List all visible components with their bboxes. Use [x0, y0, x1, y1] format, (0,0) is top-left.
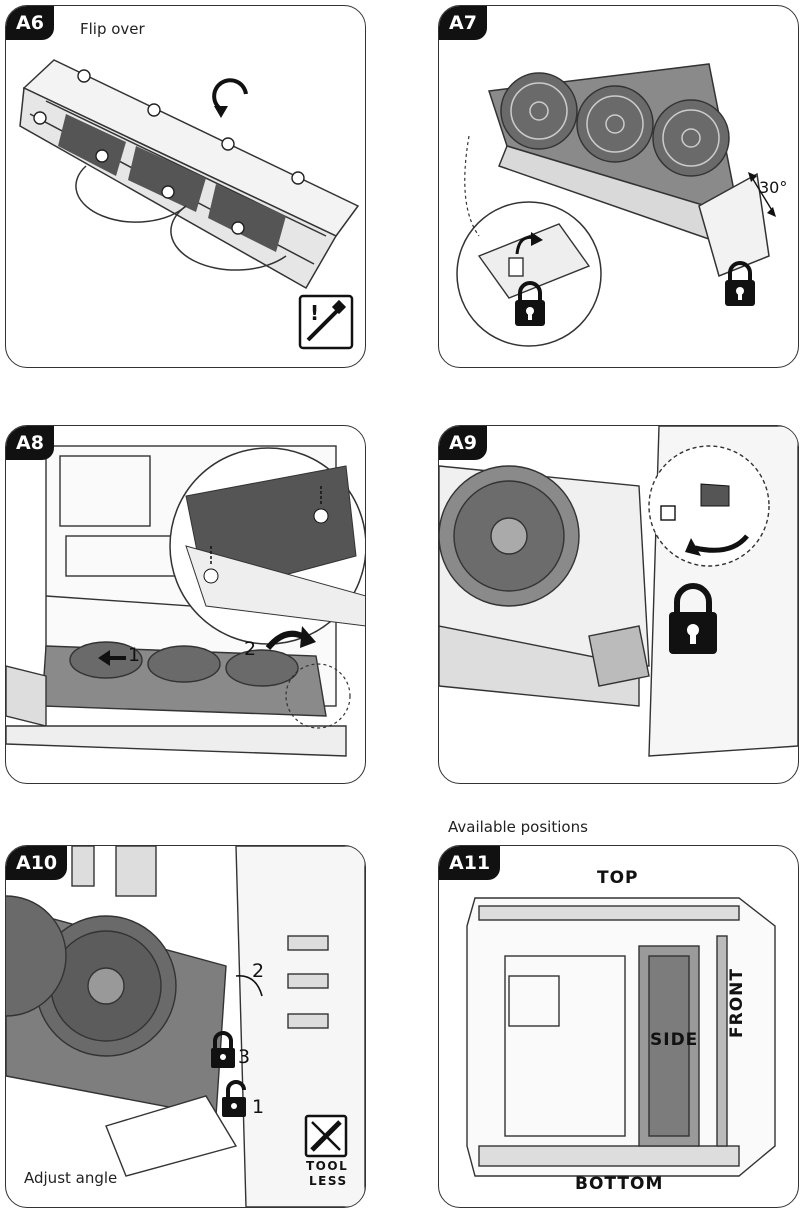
case-cooler-illustration [439, 426, 798, 757]
padlock-locked-icon [669, 583, 717, 654]
step-number-1: 1 [252, 1096, 265, 1118]
padlock-locked-icon [515, 261, 755, 326]
step-badge-a7: A7 [439, 6, 487, 40]
radiator-illustration [19, 59, 360, 290]
screwdriver-warning-icon: ! [298, 294, 354, 350]
step-badge-a9: A9 [439, 426, 487, 460]
radiator-tilted-illustration [456, 63, 776, 347]
svg-text:!: ! [310, 301, 319, 325]
step-number-3: 3 [238, 1046, 251, 1068]
heading-available-positions: Available positions [448, 818, 588, 836]
angle-label: 30° [759, 178, 788, 197]
curved-arrow-icon [265, 626, 316, 650]
panel-a7: A7 30° [438, 5, 799, 368]
panel-a10: A10 2 3 1 Adjust angle TOOL LESS [5, 845, 366, 1208]
step-badge-a6: A6 [6, 6, 54, 40]
step-number-1: 1 [128, 644, 141, 666]
step-badge-a11: A11 [439, 846, 501, 880]
case-interior-illustration [6, 445, 365, 757]
toolless-label-line1: TOOL [306, 1159, 349, 1173]
caption-adjust-angle: Adjust angle [24, 1169, 118, 1187]
step-number-2: 2 [252, 960, 265, 982]
padlock-unlocked-icon [222, 1080, 246, 1117]
rotate-arrow-icon [212, 78, 248, 118]
panel-a8: A8 [5, 425, 366, 784]
label-bottom: BOTTOM [575, 1174, 664, 1194]
toolless-icon [304, 1114, 348, 1158]
step-badge-a10: A10 [6, 846, 68, 880]
label-side: SIDE [650, 1030, 699, 1050]
step-number-2: 2 [244, 638, 257, 660]
radiator-angle-illustration [6, 846, 365, 1207]
panel-a9: A9 [438, 425, 799, 784]
label-front: FRONT [727, 968, 747, 1038]
label-top: TOP [597, 868, 639, 888]
caption-flip-over: Flip over [80, 20, 145, 38]
toolless-label-line2: LESS [309, 1174, 348, 1188]
panel-a6: A6 Flip over [5, 5, 366, 368]
padlock-locked-icon [211, 1031, 235, 1068]
panel-a11: A11 TOP SIDE BOTTOM FRONT [438, 845, 799, 1208]
case-positions-illustration [466, 897, 776, 1177]
step-badge-a8: A8 [6, 426, 54, 460]
